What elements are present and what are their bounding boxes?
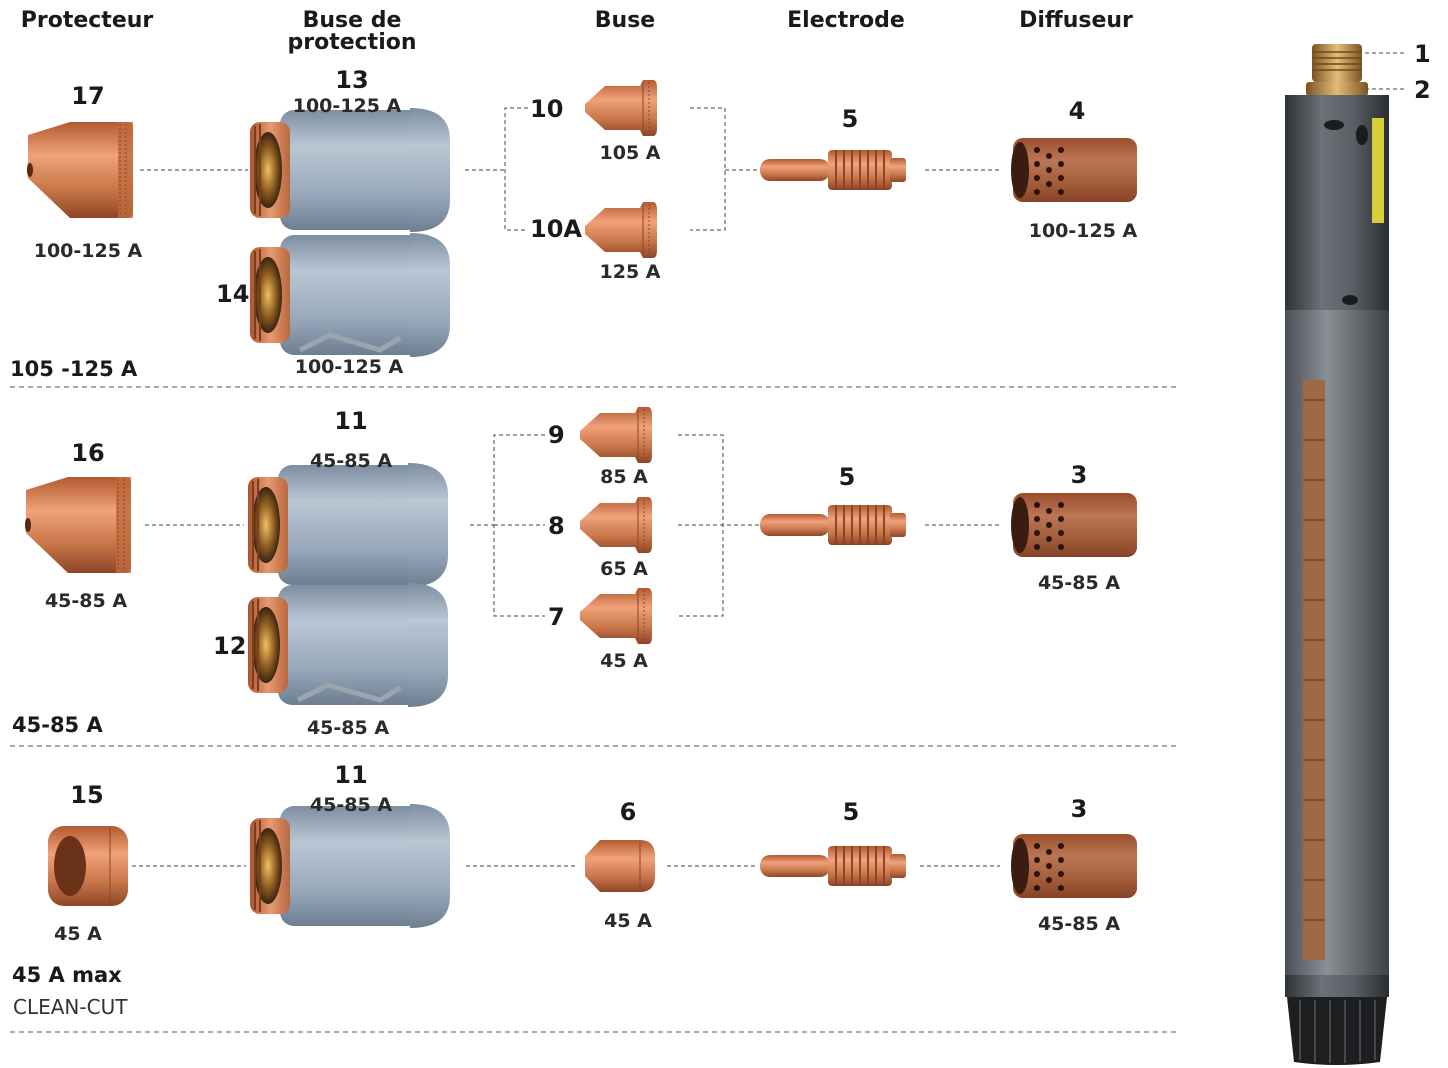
protector-17 xyxy=(26,121,134,219)
diffuser-3-row3 xyxy=(1011,834,1137,898)
shield-cap-11 xyxy=(247,462,449,588)
amp-label-6: 45 A xyxy=(604,910,652,932)
col-header-electrode: Electrode xyxy=(787,8,905,33)
nozzle-7 xyxy=(579,587,653,645)
amp-label-9: 85 A xyxy=(600,466,648,488)
col-header-buse: Buse xyxy=(594,8,656,33)
nozzle-8 xyxy=(579,496,653,554)
part-number-9: 9 xyxy=(548,421,565,449)
nozzle-6 xyxy=(585,840,655,892)
shield-cap-13 xyxy=(249,107,451,233)
amp-label-8: 65 A xyxy=(600,558,648,580)
part-number-5-row3: 5 xyxy=(842,798,860,826)
section-label-45-85: 45-85 A xyxy=(12,713,103,737)
amp-label-3-row3: 45-85 A xyxy=(1037,913,1121,935)
connector-lines xyxy=(132,52,1405,867)
part-number-7: 7 xyxy=(548,603,565,631)
amp-label-10a: 125 A xyxy=(599,261,661,283)
part-number-6: 6 xyxy=(619,798,637,826)
amp-label-10: 105 A xyxy=(599,142,661,164)
nozzle-9 xyxy=(579,406,653,464)
electrode-row2 xyxy=(759,504,907,546)
part-number-8: 8 xyxy=(548,512,565,540)
nozzle-10a xyxy=(584,201,658,259)
amp-label-11: 45-85 A xyxy=(309,450,393,472)
part-number-11-row3: 11 xyxy=(334,761,368,789)
diffuser-3 xyxy=(1011,493,1137,557)
part-number-11: 11 xyxy=(334,407,368,435)
shield-14-clip xyxy=(298,332,402,353)
col-header-buse-protection-l2: protection xyxy=(287,30,417,55)
torch-callout-1: 1 xyxy=(1414,40,1431,68)
shield-12-clip xyxy=(296,682,402,703)
section-label-45-max: 45 A max xyxy=(12,963,122,987)
col-header-buse-protection-l1: Buse de xyxy=(302,8,402,33)
amp-label-14: 100-125 A xyxy=(294,356,404,378)
section-sublabel-clean-cut: CLEAN-CUT xyxy=(13,995,128,1019)
part-number-3-row3: 3 xyxy=(1070,795,1088,823)
part-number-12: 12 xyxy=(213,632,247,660)
torch-thread-1 xyxy=(1312,44,1362,82)
amp-label-15: 45 A xyxy=(54,923,102,945)
part-number-16: 16 xyxy=(71,439,105,467)
part-number-10a: 10A xyxy=(530,215,582,243)
torch-body xyxy=(1285,44,1389,1065)
amp-label-13: 100-125 A xyxy=(292,95,402,117)
part-number-5-row2: 5 xyxy=(838,463,856,491)
torch-ring-2 xyxy=(1306,82,1368,96)
amp-label-11-row3: 45-85 A xyxy=(309,794,393,816)
part-number-10: 10 xyxy=(530,95,564,123)
torch-callout-2: 2 xyxy=(1414,76,1431,104)
part-number-3: 3 xyxy=(1070,461,1088,489)
section-separators xyxy=(10,386,1178,1033)
col-header-diffuseur: Diffuseur xyxy=(1019,8,1133,33)
amp-label-16: 45-85 A xyxy=(44,590,128,612)
col-header-protecteur: Protecteur xyxy=(20,8,154,33)
amp-label-12: 45-85 A xyxy=(306,717,390,739)
part-number-13: 13 xyxy=(335,66,369,94)
section-label-105-125: 105 -125 A xyxy=(10,357,138,381)
part-number-4: 4 xyxy=(1068,97,1086,125)
part-number-15: 15 xyxy=(70,781,104,809)
amp-label-7: 45 A xyxy=(600,650,648,672)
protector-16 xyxy=(24,476,132,574)
part-number-14: 14 xyxy=(216,280,250,308)
amp-label-17: 100-125 A xyxy=(33,240,143,262)
electrode-row1 xyxy=(759,149,907,191)
diffuser-4 xyxy=(1011,138,1137,202)
amp-label-3: 45-85 A xyxy=(1037,572,1121,594)
electrode-row3 xyxy=(759,845,907,887)
part-number-17: 17 xyxy=(71,82,105,110)
nozzle-10 xyxy=(584,79,658,137)
amp-label-4: 100-125 A xyxy=(1028,220,1138,242)
protector-15 xyxy=(48,826,128,906)
shield-cap-11-row3 xyxy=(249,803,451,929)
part-number-5-row1: 5 xyxy=(841,105,859,133)
